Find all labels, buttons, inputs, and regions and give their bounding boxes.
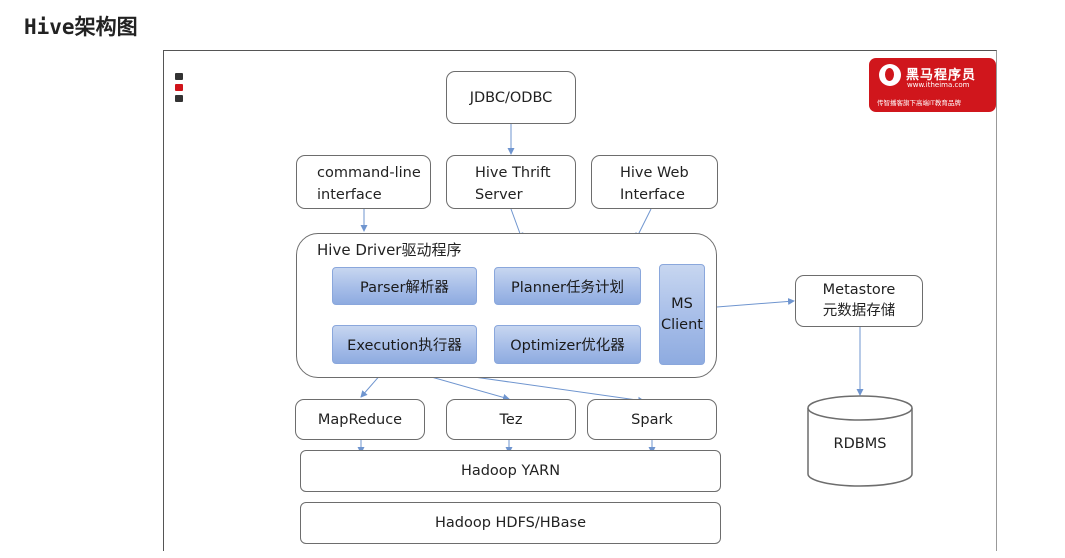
optimizer-box: Optimizer优化器 xyxy=(494,325,641,364)
planner-label: Planner任务计划 xyxy=(511,279,624,296)
web-interface-box: Hive Web Interface xyxy=(591,155,718,209)
parser-box: Parser解析器 xyxy=(332,267,477,305)
optimizer-label: Optimizer优化器 xyxy=(510,338,625,354)
command-line-label-1: command-line xyxy=(317,165,421,181)
spark-box: Spark xyxy=(587,399,717,440)
thrift-server-label-1: Hive Thrift xyxy=(475,165,551,181)
hadoop-hdfs-box: Hadoop HDFS/HBase xyxy=(300,502,721,544)
tez-box: Tez xyxy=(446,399,576,440)
slide-dot[interactable] xyxy=(175,95,183,102)
command-line-label-2: interface xyxy=(317,187,382,203)
horse-logo-icon xyxy=(879,64,901,86)
hive-driver-label: Hive Driver驱动程序 xyxy=(317,241,462,259)
metastore-label-2: 元数据存储 xyxy=(822,303,896,319)
tez-label: Tez xyxy=(499,411,523,428)
execution-label: Execution执行器 xyxy=(347,338,462,354)
web-interface-label-2: Interface xyxy=(620,187,685,203)
web-interface-label-1: Hive Web xyxy=(620,165,689,181)
slide-nav-dots xyxy=(175,73,183,106)
logo-name: 黑马程序员 xyxy=(906,68,977,83)
jdbc-odbc-label: JDBC/ODBC xyxy=(469,89,553,106)
rdbms-label: RDBMS xyxy=(833,436,887,452)
logo-url: www.itheima.com xyxy=(907,81,970,89)
jdbc-odbc-box: JDBC/ODBC xyxy=(446,71,576,124)
thrift-server-box: Hive Thrift Server xyxy=(446,155,576,209)
mapreduce-label: MapReduce xyxy=(317,411,403,428)
hadoop-yarn-label: Hadoop YARN xyxy=(460,463,561,479)
spark-label: Spark xyxy=(631,411,673,428)
hadoop-hdfs-label: Hadoop HDFS/HBase xyxy=(434,515,586,531)
architecture-slide: 黑马程序员 www.itheima.com 传智播客旗下高端IT教育品牌 JDB… xyxy=(163,50,997,551)
command-line-box: command-line interface xyxy=(296,155,431,209)
ms-client-label-2: Client xyxy=(661,316,703,333)
parser-label: Parser解析器 xyxy=(360,279,449,296)
metastore-box: Metastore 元数据存储 xyxy=(795,275,923,327)
ms-client-box: MS Client xyxy=(659,264,705,365)
itheima-logo: 黑马程序员 www.itheima.com 传智播客旗下高端IT教育品牌 xyxy=(869,58,996,112)
thrift-server-label-2: Server xyxy=(475,187,523,203)
mapreduce-box: MapReduce xyxy=(295,399,425,440)
arrow-msclient-metastore xyxy=(703,297,795,309)
hive-driver-box: Hive Driver驱动程序 Parser解析器 Planner任务计划 Ex… xyxy=(296,233,717,378)
metastore-label-1: Metastore xyxy=(822,282,896,298)
hadoop-yarn-box: Hadoop YARN xyxy=(300,450,721,492)
execution-box: Execution执行器 xyxy=(332,325,477,364)
planner-box: Planner任务计划 xyxy=(494,267,641,305)
logo-slogan: 传智播客旗下高端IT教育品牌 xyxy=(877,99,961,107)
page-title: Hive架构图 xyxy=(24,15,138,39)
slide-dot-active[interactable] xyxy=(175,84,183,91)
rdbms-database-icon xyxy=(807,395,913,487)
slide-dot[interactable] xyxy=(175,73,183,80)
ms-client-label-1: MS xyxy=(671,295,693,312)
